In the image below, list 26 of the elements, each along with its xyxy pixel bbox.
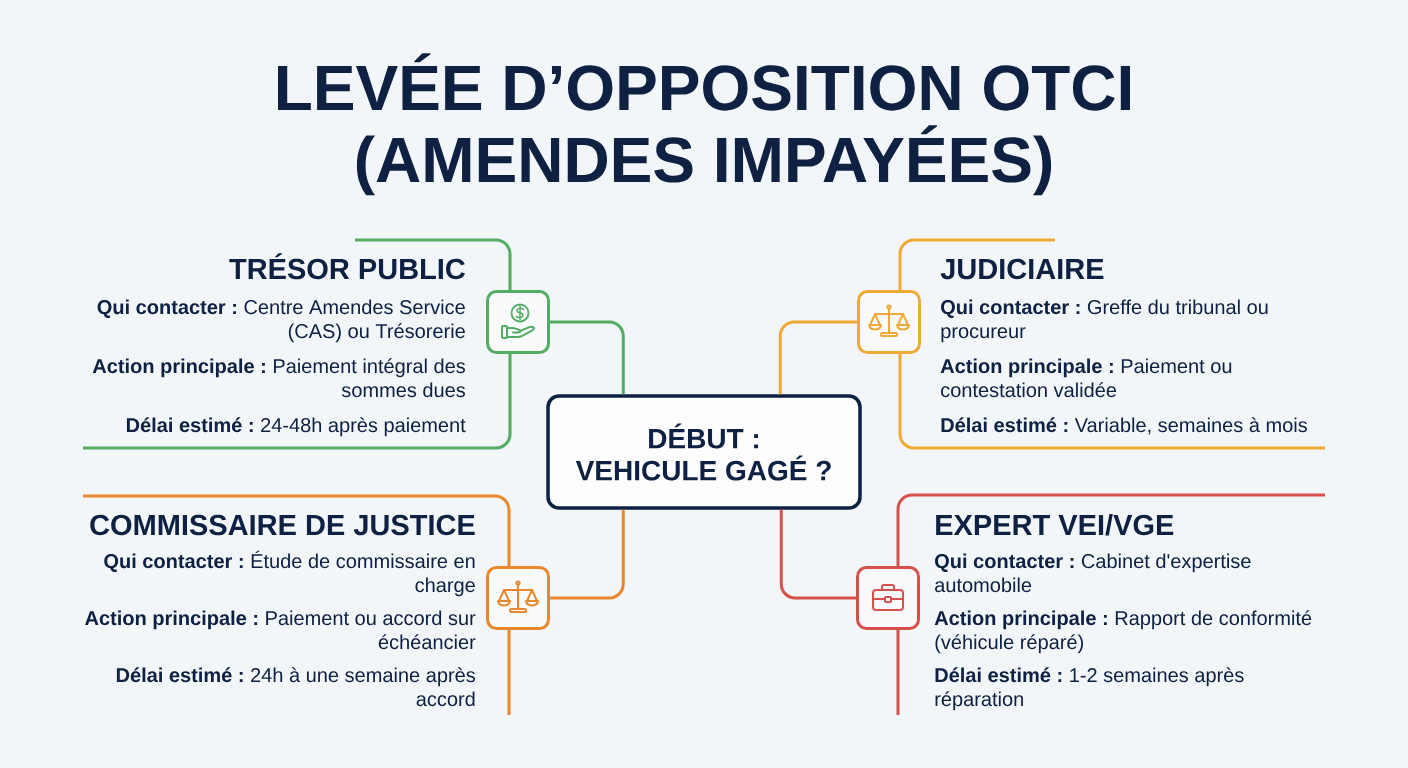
- info-text: Action principale : Paiement ou accord sur échéancier: [85, 610, 476, 650]
- section-heading: COMMISSAIRE DE JUSTICE: [90, 514, 475, 536]
- info-text: Délai estimé : 1-2 semaines après réparation: [935, 667, 1244, 711]
- start-box: DÉBUT : VEHICULE GAGÉ ?: [546, 394, 862, 510]
- scales-icon: [857, 290, 921, 354]
- connector-line: [779, 509, 856, 600]
- section-heading: EXPERT VEI/VGE: [936, 514, 1174, 536]
- connector-line: [778, 320, 857, 395]
- info-text: Qui contacter : Centre Amendes Service (CAS) ou Trésorerie: [97, 299, 465, 343]
- briefcase-icon: [856, 566, 920, 630]
- connector-line: [550, 320, 625, 395]
- info-text: Qui contacter : Greffe du tribunal ou procureur: [941, 299, 1268, 343]
- info-text: Délai estimé : 24-48h après paiement: [126, 417, 466, 437]
- section-heading: TRÉSOR PUBLIC: [229, 253, 465, 280]
- info-text: Action principale : Rapport de conformité (véhicule réparé): [934, 610, 1312, 654]
- info-text: Qui contacter : Étude de commissaire en charge: [104, 550, 475, 597]
- scales-icon: [486, 566, 550, 630]
- money-hand-icon: [486, 290, 550, 354]
- info-text: Délai estimé : 24h à une semaine après accord: [116, 667, 476, 707]
- info-text: Qui contacter : Cabinet d'expertise automobile: [935, 553, 1251, 593]
- title: LEVÉE D’OPPOSITION OTCI (AMENDES IMPAYÉES): [278, 53, 1130, 196]
- info-text: Action principale : Paiement intégral des sommes dues: [92, 358, 466, 398]
- section-heading: JUDICIAIRE: [940, 258, 1104, 280]
- connector-line: [550, 509, 625, 600]
- info-text: Action principale : Paiement ou contestation validée: [940, 358, 1232, 398]
- info-text: Délai estimé : Variable, semaines à mois: [941, 417, 1307, 435]
